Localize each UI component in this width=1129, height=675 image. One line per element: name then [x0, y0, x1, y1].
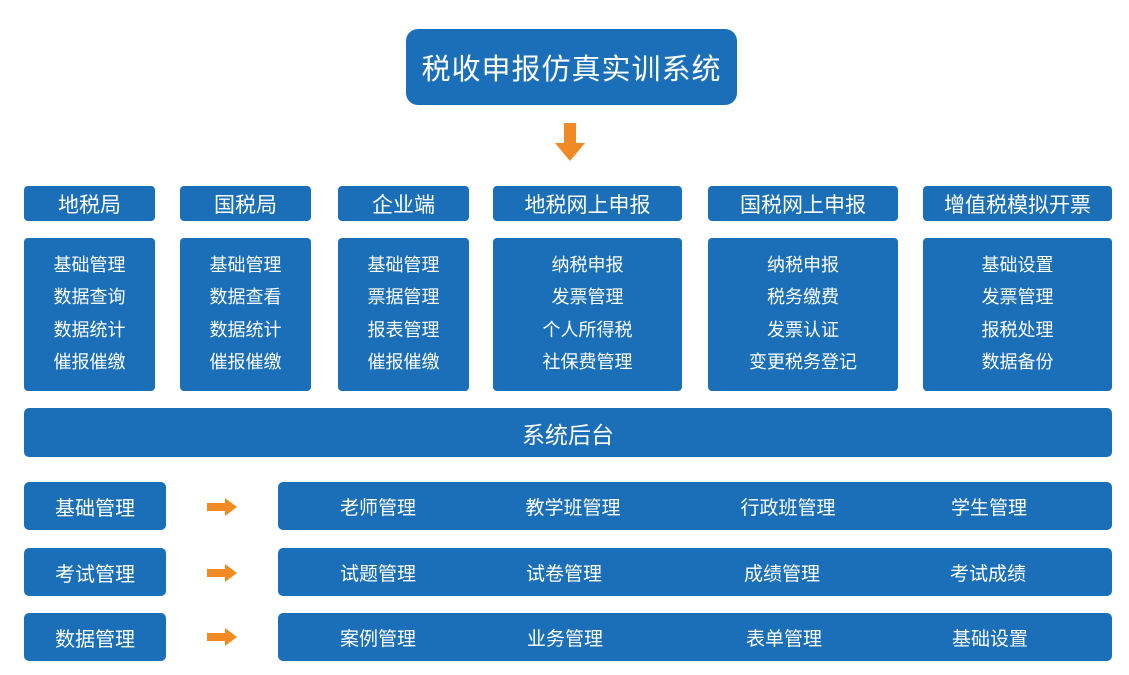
row-body-basic-management: 老师管理 教学班管理 行政班管理 学生管理	[278, 482, 1112, 530]
row-item: 试卷管理	[525, 562, 603, 585]
row-body-exam-management: 试题管理 试卷管理 成绩管理 考试成绩	[278, 548, 1112, 596]
row-item: 案例管理	[339, 627, 417, 650]
column-item: 纳税申报	[767, 254, 839, 276]
row-item: 表单管理	[745, 627, 823, 650]
row-item: 学生管理	[950, 496, 1028, 519]
column-item: 社保费管理	[542, 352, 633, 374]
column-item: 税务缴费	[767, 287, 839, 309]
system-backend-bar: 系统后台	[24, 408, 1112, 457]
column-item: 数据统计	[209, 319, 282, 341]
row-label-basic-management: 基础管理	[24, 482, 166, 530]
arrow-right-icon	[207, 628, 237, 646]
column-body-enterprise: 基础管理 票据管理 报表管理 催报催缴	[338, 238, 469, 391]
column-item: 基础管理	[209, 254, 282, 276]
column-item: 基础管理	[367, 254, 440, 276]
column-header-vat-invoice-sim: 增值税模拟开票	[923, 186, 1112, 221]
column-item: 纳税申报	[551, 254, 624, 276]
row-item: 教学班管理	[525, 496, 621, 519]
arrow-right-icon	[207, 498, 237, 516]
row-item: 成绩管理	[743, 562, 821, 585]
column-header-national-tax-online: 国税网上申报	[708, 186, 898, 221]
column-header-local-tax-bureau: 地税局	[24, 186, 155, 221]
row-label-exam-management: 考试管理	[24, 548, 166, 596]
column-item: 催报催缴	[209, 352, 282, 374]
column-item: 报表管理	[367, 319, 440, 341]
row-item: 试题管理	[339, 562, 417, 585]
column-body-local-tax-bureau: 基础管理 数据查询 数据统计 催报催缴	[24, 238, 155, 391]
row-item: 行政班管理	[740, 496, 836, 519]
row-item: 业务管理	[526, 627, 604, 650]
row-body-data-management: 案例管理 业务管理 表单管理 基础设置	[278, 613, 1112, 661]
column-item: 数据统计	[53, 319, 126, 341]
column-body-national-tax-bureau: 基础管理 数据查看 数据统计 催报催缴	[180, 238, 311, 391]
arrow-down-icon	[555, 123, 585, 161]
row-label-data-management: 数据管理	[24, 613, 166, 661]
column-item: 数据备份	[981, 352, 1054, 374]
column-item: 个人所得税	[542, 319, 633, 341]
column-body-vat-invoice-sim: 基础设置 发票管理 报税处理 数据备份	[923, 238, 1112, 391]
column-header-enterprise: 企业端	[338, 186, 469, 221]
column-item: 发票认证	[767, 319, 839, 341]
column-item: 催报催缴	[53, 352, 126, 374]
column-item: 票据管理	[367, 287, 440, 309]
column-body-national-tax-online: 纳税申报 税务缴费 发票认证 变更税务登记	[708, 238, 898, 391]
column-item: 催报催缴	[367, 352, 440, 374]
column-item: 数据查看	[209, 287, 282, 309]
column-item: 发票管理	[551, 287, 624, 309]
column-item: 变更税务登记	[749, 352, 857, 374]
column-item: 发票管理	[981, 287, 1054, 309]
column-item: 基础设置	[981, 254, 1054, 276]
column-item: 报税处理	[981, 319, 1054, 341]
row-item: 考试成绩	[949, 562, 1027, 585]
row-item: 基础设置	[951, 627, 1029, 650]
column-header-local-tax-online: 地税网上申报	[493, 186, 682, 221]
column-body-local-tax-online: 纳税申报 发票管理 个人所得税 社保费管理	[493, 238, 682, 391]
column-item: 数据查询	[53, 287, 126, 309]
column-item: 基础管理	[53, 254, 126, 276]
arrow-right-icon	[207, 564, 237, 582]
row-item: 老师管理	[339, 496, 417, 519]
system-title: 税收申报仿真实训系统	[406, 29, 737, 105]
column-header-national-tax-bureau: 国税局	[180, 186, 311, 221]
